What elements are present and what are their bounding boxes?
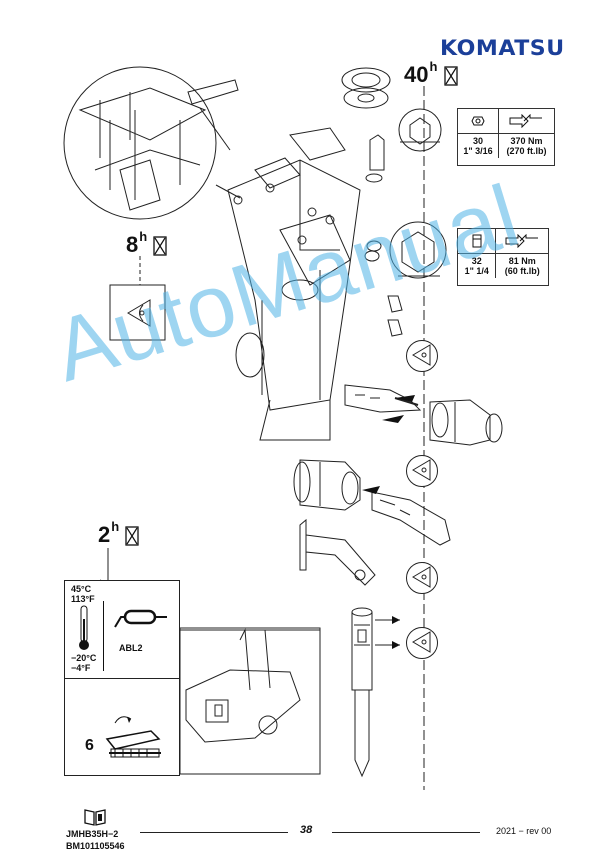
wrench-size-in: 1" 1/4 (464, 266, 489, 276)
wrench-size-in: 1" 3/16 (463, 146, 493, 156)
temperature-lubricant-box: 45°C 113°F −20°C −4°F ABL2 (64, 580, 180, 680)
torque-wrench-icon (496, 229, 548, 253)
temp-max-c: 45°C (71, 584, 92, 594)
interval-value: 2 (98, 522, 111, 547)
hourglass-icon (125, 526, 139, 546)
inspect-eye-icon (406, 455, 438, 487)
interval-8h: 8h (126, 229, 167, 258)
torque-nm: 370 Nm (510, 136, 543, 146)
interval-40h: 40h (404, 59, 458, 88)
serial-number: BM101105546 (66, 841, 125, 851)
interval-unit: h (111, 519, 120, 534)
interval-2h: 2h (98, 519, 139, 548)
hourglass-icon (153, 236, 167, 256)
temp-min-f: −4°F (71, 663, 91, 673)
torque-spec-table-1: 30 1" 3/16 370 Nm (270 ft.lb) (457, 108, 555, 166)
inspect-eye-icon (406, 340, 438, 372)
footer-rule-left (140, 832, 288, 833)
torque-ftlb: (270 ft.lb) (506, 146, 547, 156)
temp-min-c: −20°C (71, 653, 97, 663)
lubricant-code: ABL2 (119, 643, 143, 653)
torque-ftlb: (60 ft.lb) (504, 266, 540, 276)
doc-code: JMHB35H−2 (66, 829, 119, 839)
thermometer-icon (79, 605, 89, 650)
temp-max-f: 113°F (71, 594, 95, 604)
revision: 2021 − rev 00 (496, 826, 552, 836)
inspect-eye-icon (406, 627, 438, 659)
grease-strokes-count: 6 (85, 737, 94, 754)
interval-unit: h (139, 229, 148, 244)
torque-wrench-icon (499, 109, 554, 133)
footer-rule-right (332, 832, 480, 833)
page-number: 38 (300, 824, 313, 836)
interval-value: 40 (404, 62, 429, 87)
nut-icon (458, 229, 497, 253)
grease-gun-pump-icon (105, 716, 161, 758)
komatsu-logo: KOMATSU (440, 36, 565, 60)
wrench-size-mm: 32 (471, 256, 482, 266)
hourglass-icon (443, 66, 458, 86)
grease-gun-icon (114, 609, 167, 628)
detail-magnifier-circle (63, 66, 217, 220)
torque-spec-table-2: 32 1" 1/4 81 Nm (60 ft.lb) (457, 228, 549, 286)
wrench-size-mm: 30 (472, 136, 483, 146)
interval-value: 8 (126, 232, 139, 257)
manual-book-icon (84, 809, 106, 826)
lubrication-step-box: 6 (64, 678, 180, 776)
inspect-eye-icon (406, 562, 438, 594)
interval-unit: h (429, 59, 438, 74)
nut-icon (458, 109, 499, 133)
torque-nm: 81 Nm (508, 256, 536, 266)
